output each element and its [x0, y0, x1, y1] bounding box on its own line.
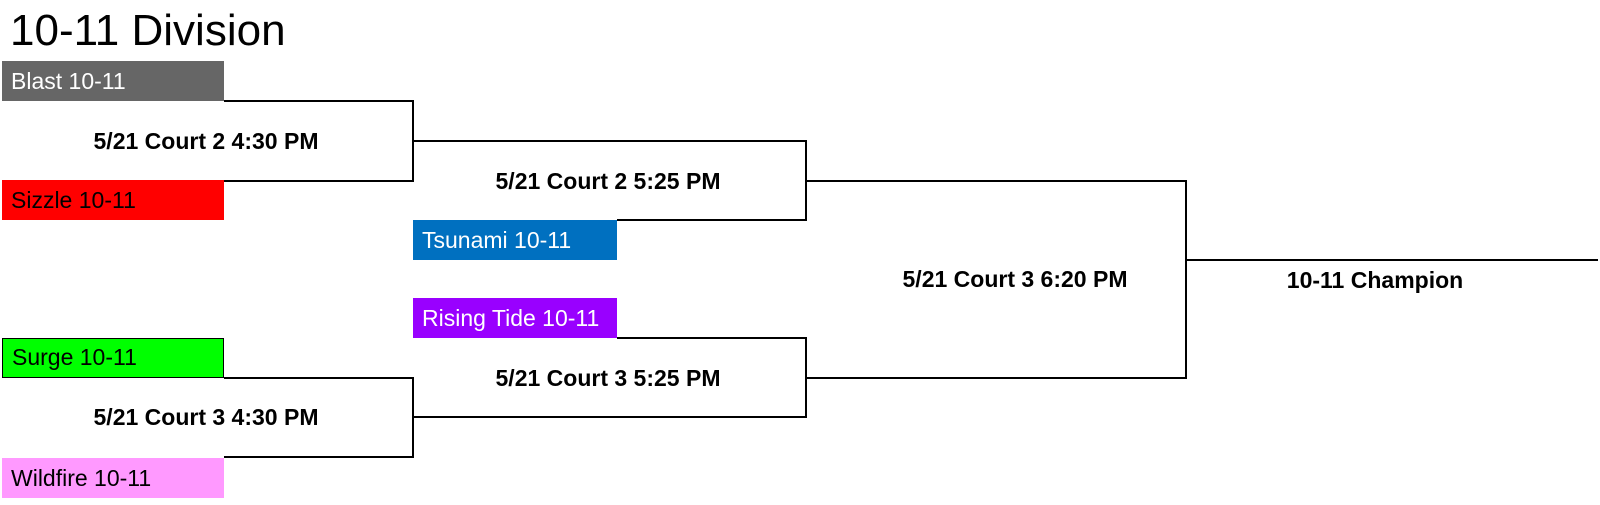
bracket-line — [412, 100, 414, 181]
game-label-final: 5/21 Court 3 6:20 PM — [902, 266, 1128, 292]
bracket-line — [617, 219, 807, 221]
page-title: 10-11 Division — [10, 6, 286, 55]
game-label-r2-bottom: 5/21 Court 3 5:25 PM — [495, 365, 721, 391]
team-blast: Blast 10-11 — [2, 61, 224, 101]
bracket-line — [413, 140, 807, 142]
team-rising-tide: Rising Tide 10-11 — [413, 298, 617, 338]
team-tsunami: Tsunami 10-11 — [413, 220, 617, 260]
bracket-line — [1186, 259, 1598, 261]
bracket-line — [805, 337, 807, 418]
champion-label: 10-11 Champion — [1286, 267, 1464, 293]
bracket-line — [412, 377, 414, 458]
bracket-line — [1185, 180, 1187, 378]
game-label-r1-top: 5/21 Court 2 4:30 PM — [93, 128, 319, 154]
bracket-line — [617, 337, 807, 339]
team-surge: Surge 10-11 — [2, 338, 224, 378]
bracket-line — [413, 416, 807, 418]
game-label-r1-bottom: 5/21 Court 3 4:30 PM — [93, 404, 319, 430]
team-wildfire: Wildfire 10-11 — [2, 458, 224, 498]
bracket-line — [224, 456, 414, 458]
team-sizzle: Sizzle 10-11 — [2, 180, 224, 220]
bracket-line — [224, 377, 414, 379]
bracket-line — [224, 100, 414, 102]
bracket-line — [224, 180, 414, 182]
bracket-line — [806, 377, 1187, 379]
bracket-line — [805, 140, 807, 220]
game-label-r2-top: 5/21 Court 2 5:25 PM — [495, 168, 721, 194]
bracket-line — [806, 180, 1187, 182]
